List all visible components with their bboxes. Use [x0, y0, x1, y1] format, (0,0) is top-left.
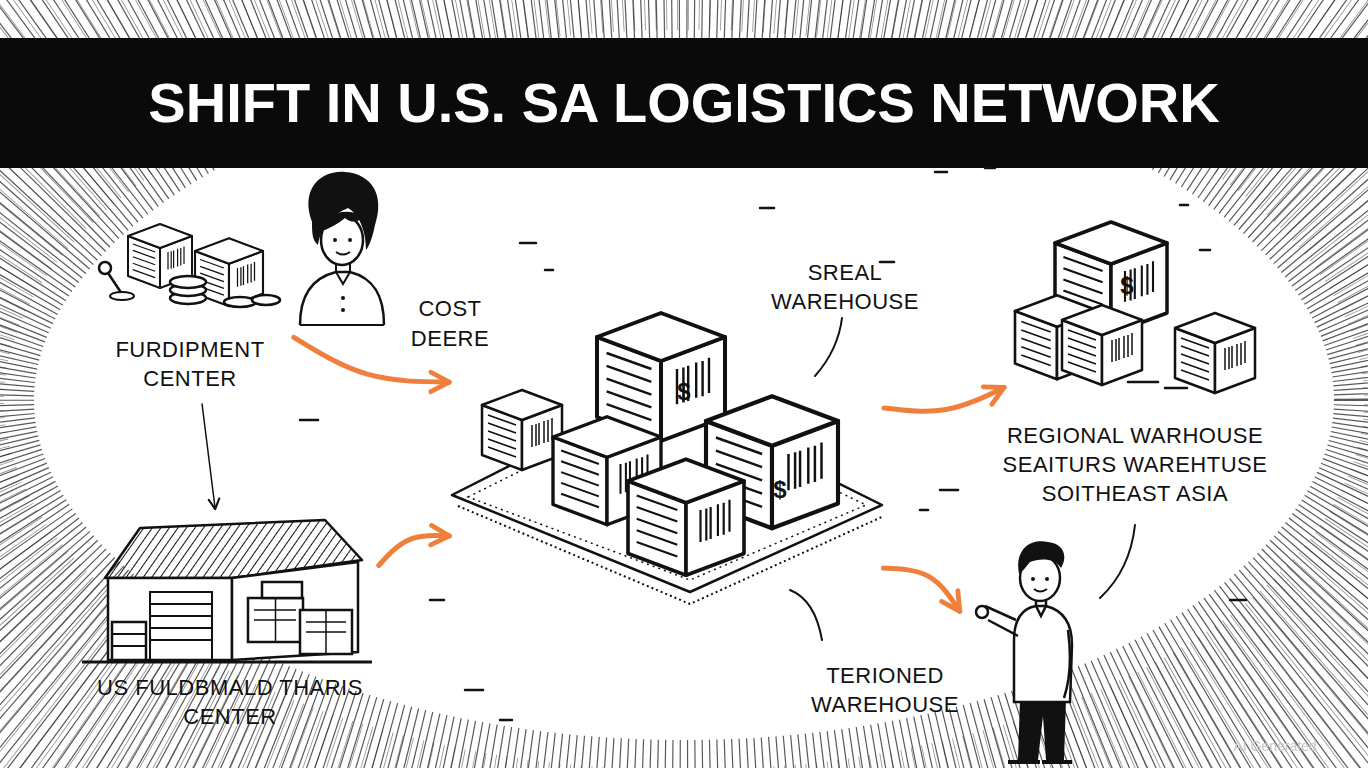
- coin: [170, 276, 206, 288]
- person-shoes: [1008, 760, 1072, 764]
- coin: [252, 295, 280, 305]
- person-body: [1014, 606, 1072, 702]
- person-hair: [320, 212, 363, 232]
- illustrated-node: US FULDBMALD THARIS CENTER: [85, 515, 375, 740]
- person-eye: [1045, 577, 1049, 581]
- cargo-box: [628, 459, 744, 575]
- person-arm: [985, 600, 1070, 698]
- node-label: TERIONED WAREHOUSE: [805, 661, 965, 719]
- node-label: REGIONAL WARHOUSE SEAITURS WAREHTUSE SOI…: [995, 421, 1275, 508]
- illustrated-node: REGIONAL WARHOUSE SEAITURS WAREHTUSE SOI…: [1010, 215, 1260, 515]
- node-label: US FULDBMALD THARIS CENTER: [80, 673, 380, 731]
- diagram-title: SHIFT IN U.S. SA LOGISTICS NETWORK: [0, 38, 1368, 168]
- title-band: [0, 38, 1368, 168]
- person-features: [300, 252, 384, 325]
- node-label: FURDIPMENT CENTER: [100, 335, 280, 393]
- illustrated-node: TERIONED WAREHOUSE: [965, 535, 1090, 765]
- crate: [262, 582, 302, 598]
- illustrated-node: FURDIPMENT CENTER: [90, 215, 290, 400]
- flow-arrow: [202, 404, 215, 509]
- flow-arrow: [379, 536, 450, 566]
- leader-line: [790, 318, 1135, 640]
- person-eye: [333, 238, 337, 242]
- currency-mark: $: [1115, 272, 1139, 300]
- warehouse-door: [150, 592, 212, 660]
- barrel: [112, 634, 146, 646]
- illustrated-node: SREAL WAREHOUSE: [455, 300, 880, 590]
- node-label: SREAL WAREHOUSE: [765, 258, 925, 316]
- flow-arrow: [883, 568, 959, 611]
- person-legs: [1018, 700, 1066, 760]
- person-eye: [1031, 577, 1035, 581]
- warehouse-front: [108, 578, 232, 660]
- pin-symbol: [110, 292, 134, 300]
- ground-line: [82, 661, 372, 664]
- person-eye: [348, 238, 352, 242]
- pin-symbol: [99, 262, 111, 274]
- warehouse-side: [232, 562, 358, 660]
- currency-mark: $: [768, 476, 792, 504]
- edge-label: COST DEERE: [395, 294, 505, 354]
- person-hair: [1018, 541, 1064, 574]
- person-hand: [976, 606, 988, 618]
- cargo-box: [1175, 313, 1255, 393]
- person-body: [300, 272, 384, 325]
- crate-lines: [254, 598, 346, 654]
- cargo-box: [1062, 305, 1142, 385]
- pin-symbol: [108, 273, 122, 294]
- watermark: AI Generated: [1210, 738, 1340, 754]
- barrel: [112, 622, 146, 660]
- person-button: [341, 296, 345, 300]
- cargo-box: [482, 390, 562, 470]
- currency-mark: $: [672, 378, 696, 406]
- flow-arrow: [884, 387, 1004, 411]
- person-features: [1034, 589, 1047, 592]
- person-button: [341, 308, 345, 312]
